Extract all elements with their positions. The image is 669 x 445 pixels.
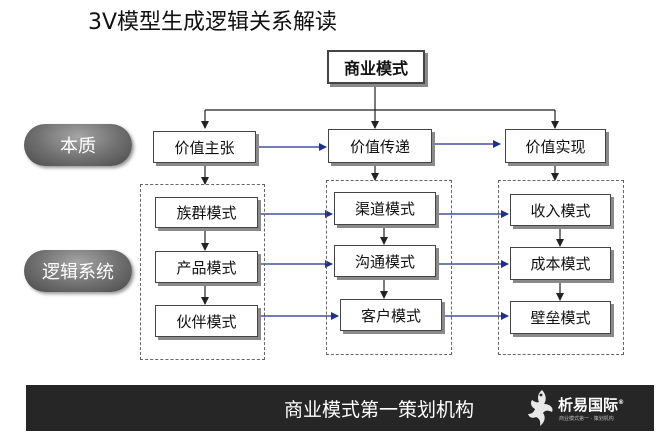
item-cost-mode: 成本模式 <box>510 247 611 280</box>
root-business-model-box: 商业模式 <box>327 50 425 84</box>
item-ethnic-group-mode: 族群模式 <box>155 197 258 228</box>
brand-subtitle: 商业模式第一 · 策划机构 <box>559 416 614 422</box>
item-customer-mode: 客户模式 <box>340 299 442 331</box>
item-channel-mode: 渠道模式 <box>334 192 436 225</box>
group-value-delivery <box>326 180 452 355</box>
brand-name: 析易国际® <box>558 396 625 414</box>
group-value-realization <box>498 180 624 355</box>
page-title: 3V模型生成逻辑关系解读 <box>88 10 338 35</box>
gecko-logo-icon <box>528 390 553 426</box>
footer-tagline: 商业模式第一策划机构 <box>284 399 475 421</box>
item-barrier-mode: 壁垒模式 <box>510 301 611 334</box>
header-value-delivery: 价值传递 <box>328 129 432 163</box>
item-product-mode: 产品模式 <box>155 251 258 283</box>
group-value-proposition <box>140 184 265 360</box>
item-revenue-mode: 收入模式 <box>510 194 611 226</box>
footer-banner: 商业模式第一策划机构 析易国际® 商业模式第一 · 策划机构 <box>26 385 654 431</box>
header-value-proposition: 价值主张 <box>153 131 256 163</box>
header-value-realization: 价值实现 <box>505 129 606 163</box>
item-partner-mode: 伙伴模式 <box>155 305 258 337</box>
logic-system-label: 逻辑系统 <box>24 250 132 292</box>
registered-mark: ® <box>618 399 625 406</box>
essence-label: 本质 <box>24 124 132 166</box>
item-communication-mode: 沟通模式 <box>334 245 436 277</box>
